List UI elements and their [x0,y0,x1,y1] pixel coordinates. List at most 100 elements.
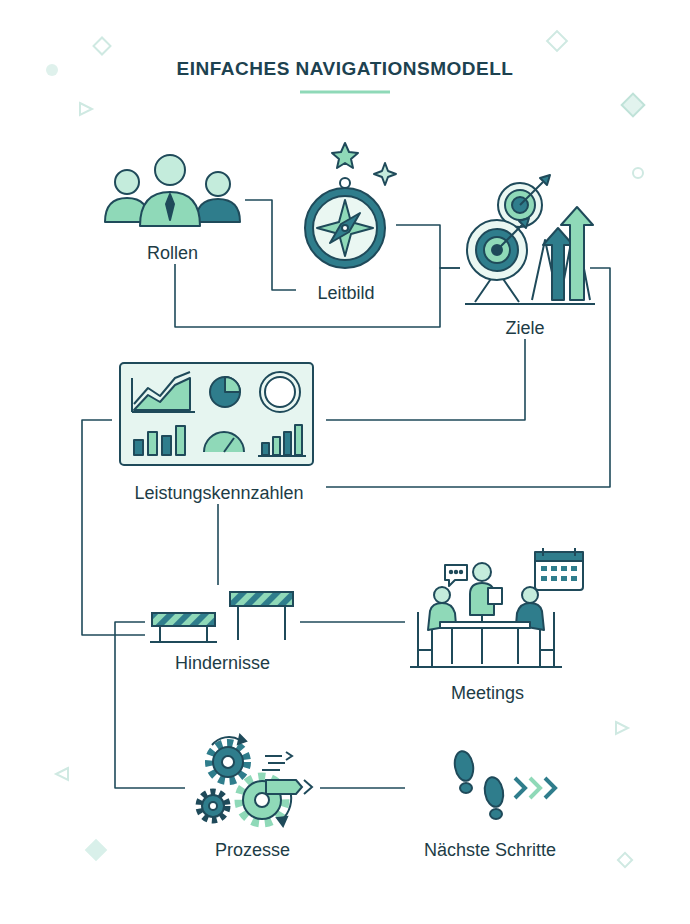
footsteps-icon-part [515,778,525,798]
diagram-node: Meetings [405,545,570,704]
people-icon [105,155,240,226]
dashboard-icon-part [148,432,157,455]
connector-line [115,622,185,788]
compass-icon-part [342,225,348,231]
decoration-part [85,839,108,862]
gears-icon-part [209,802,217,810]
diagram-node: Leistungskennzahlen [112,360,326,504]
gears-icon-part [212,737,240,745]
meeting-icon-part [440,622,530,628]
dashboard-icon-part [284,432,291,455]
gears-icon-part [262,769,280,771]
compass-icon-part [305,188,385,268]
node-label-row: Hindernisse [145,653,300,674]
barrier-icon [150,592,293,642]
connector-line [326,339,525,420]
connector-line [396,225,460,268]
compass-icon-part [340,178,350,188]
meeting-icon-part [418,612,432,650]
meeting-icon-part-part [561,576,567,581]
gears-icon-part [209,743,247,781]
node-label-row: Nächste Schritte [405,840,575,861]
barrier-icon-part [150,641,217,643]
meeting-icon-part-part [551,576,557,581]
diagram-title: EINFACHES NAVIGATIONSMODELL [0,58,690,80]
connector-line [300,621,405,623]
meeting-icon-part [451,628,453,664]
meeting-icon-part [434,587,450,603]
decoration [46,31,644,867]
meeting-icon-part [460,571,462,573]
compass-icon-part [374,163,396,185]
meeting-icon-part [541,566,577,581]
connector-line [82,420,145,635]
meeting-icon-part-part [561,566,567,571]
meeting-icon-part [535,552,583,590]
node-label: Rollen [144,243,201,263]
meeting-icon-part-part [571,576,577,581]
gears-icon-part [199,792,227,820]
gears-icon-part [265,755,282,757]
meeting-icon-part [542,548,544,556]
people-icon-part [115,170,139,194]
meeting-icon-part-part [551,566,557,571]
decoration-part [616,722,628,734]
diagram-node: Ziele [460,172,590,339]
meeting-icon-part-part [541,576,547,581]
meeting-icon-part [410,666,562,668]
node-label-row: Prozesse [185,840,320,861]
dashboard-icon [120,363,313,465]
target-icon-part [543,228,573,300]
node-label: Nächste Schritte [421,840,559,860]
gears-icon-part [286,752,292,760]
decoration-part [94,38,111,55]
dashboard-icon-part [162,436,171,455]
gears-icon-part [255,793,269,807]
node-label: Leistungskennzahlen [131,483,306,503]
gears-icon-part [202,795,224,817]
connector-line [217,504,219,585]
meeting-icon-part-part [571,566,577,571]
footsteps-icon-part [545,778,555,798]
node-label-row: Leistungskennzahlen [112,483,326,504]
barrier-icon-part [159,626,161,642]
compass-icon-part [330,213,360,243]
meeting-icon-part [539,650,541,666]
decoration-part [56,768,68,780]
meeting-icon-part [445,565,467,586]
dashboard-icon-part [225,377,240,392]
diagram-node: Prozesse [185,738,320,861]
dashboard-icon-part [204,432,244,452]
dashboard-icon-part [265,377,295,407]
node-label-row: Ziele [460,318,590,339]
barrier-icon-part [206,626,208,642]
diagram-node: Hindernisse [145,585,300,674]
people-icon-part [196,199,240,222]
diagram-node: Nächste Schritte [405,745,575,861]
gears-icon-part [277,817,287,826]
node-label: Hindernisse [172,653,273,673]
people-icon-part [166,194,174,220]
target-icon-part [467,220,527,280]
footsteps-icon-part [483,776,506,809]
meeting-icon-part [540,612,554,650]
barrier-icon-part [152,613,215,626]
dashboard-icon-part [273,437,280,455]
connector-line [320,787,405,789]
gears-icon [199,735,312,826]
target-icon-part [465,303,595,305]
target-icon-part [561,207,593,300]
node-label-row: Meetings [405,683,570,704]
dashboard-icon-part [295,425,302,455]
title-underline [300,91,390,94]
people-icon-part [140,192,200,226]
node-label: Prozesse [212,840,293,860]
meeting-icon-part [455,571,457,573]
footsteps-icon-part [530,778,540,798]
dashboard-icon-part [210,377,240,407]
node-label: Ziele [502,318,547,338]
people-icon-part [206,172,230,196]
